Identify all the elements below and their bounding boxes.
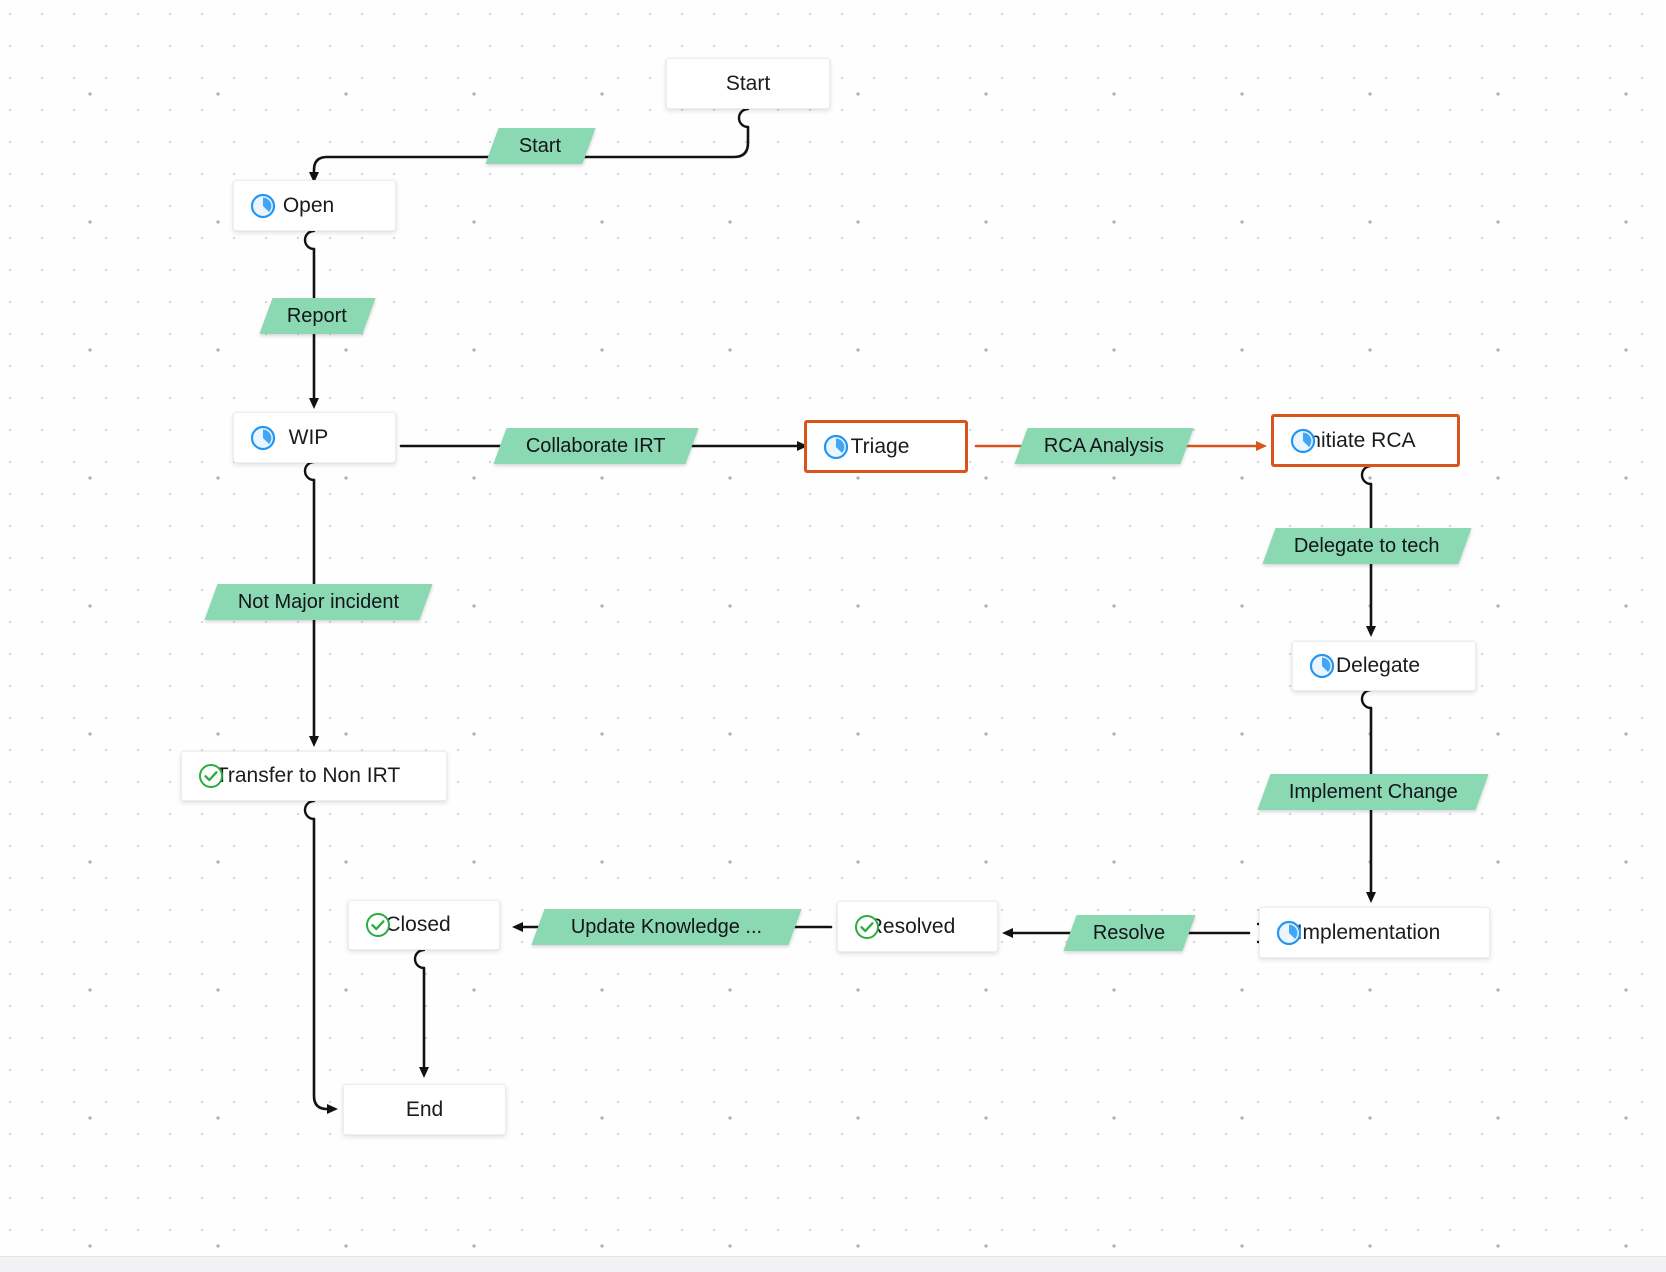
edge-label-report[interactable]: Report bbox=[259, 298, 376, 334]
node-resolved[interactable]: Resolved bbox=[837, 901, 998, 952]
node-initiate-rca-label: Initiate RCA bbox=[1303, 428, 1416, 452]
check-circle-icon bbox=[366, 913, 390, 937]
node-resolved-label: Resolved bbox=[867, 914, 956, 938]
edge-label-implement-change[interactable]: Implement Change bbox=[1257, 774, 1489, 810]
node-start-label: Start bbox=[725, 71, 771, 95]
node-end-label: End bbox=[405, 1097, 444, 1121]
node-implementation-label: Implementation bbox=[1296, 920, 1441, 944]
clock-icon bbox=[1290, 428, 1316, 453]
edge-label-delegate-to-tech[interactable]: Delegate to tech bbox=[1262, 528, 1472, 564]
clock-icon bbox=[1276, 920, 1302, 945]
edge-label-rca-analysis[interactable]: RCA Analysis bbox=[1014, 428, 1194, 464]
node-end[interactable]: End bbox=[343, 1084, 506, 1135]
node-transfer-to-non-irt[interactable]: Transfer to Non IRT bbox=[181, 751, 447, 801]
clock-icon bbox=[250, 425, 276, 450]
edge-label-resolve[interactable]: Resolve bbox=[1063, 915, 1196, 951]
clock-icon bbox=[1309, 653, 1335, 679]
check-circle-icon bbox=[855, 914, 879, 939]
canvas-right-edge bbox=[1663, 0, 1666, 1256]
edge-label-not-major-incident[interactable]: Not Major incident bbox=[204, 584, 433, 620]
node-initiate-rca[interactable]: Initiate RCA bbox=[1271, 414, 1460, 467]
node-open[interactable]: Open bbox=[233, 180, 396, 231]
check-circle-icon bbox=[199, 764, 223, 788]
edge-label-collaborate-irt[interactable]: Collaborate IRT bbox=[493, 428, 699, 464]
node-closed-label: Closed bbox=[385, 913, 451, 936]
edge-label-update-knowledge[interactable]: Update Knowledge ... bbox=[531, 909, 802, 945]
node-transfer-label: Transfer to Non IRT bbox=[215, 764, 401, 787]
node-open-label: Open bbox=[282, 193, 335, 217]
node-delegate-label: Delegate bbox=[1335, 654, 1421, 677]
node-wip[interactable]: WIP bbox=[233, 412, 396, 463]
viewport-bottom-strip bbox=[0, 1256, 1666, 1272]
node-wip-label: WIP bbox=[288, 425, 329, 449]
node-delegate[interactable]: Delegate bbox=[1292, 641, 1476, 691]
clock-icon bbox=[250, 193, 276, 218]
node-triage-label: Triage bbox=[850, 434, 910, 458]
node-start[interactable]: Start bbox=[666, 58, 830, 109]
edge-label-start[interactable]: Start bbox=[485, 128, 596, 164]
node-triage[interactable]: Triage bbox=[804, 420, 968, 473]
node-implementation[interactable]: Implementation bbox=[1259, 907, 1490, 958]
node-closed[interactable]: Closed bbox=[348, 900, 500, 950]
clock-icon bbox=[823, 434, 849, 459]
